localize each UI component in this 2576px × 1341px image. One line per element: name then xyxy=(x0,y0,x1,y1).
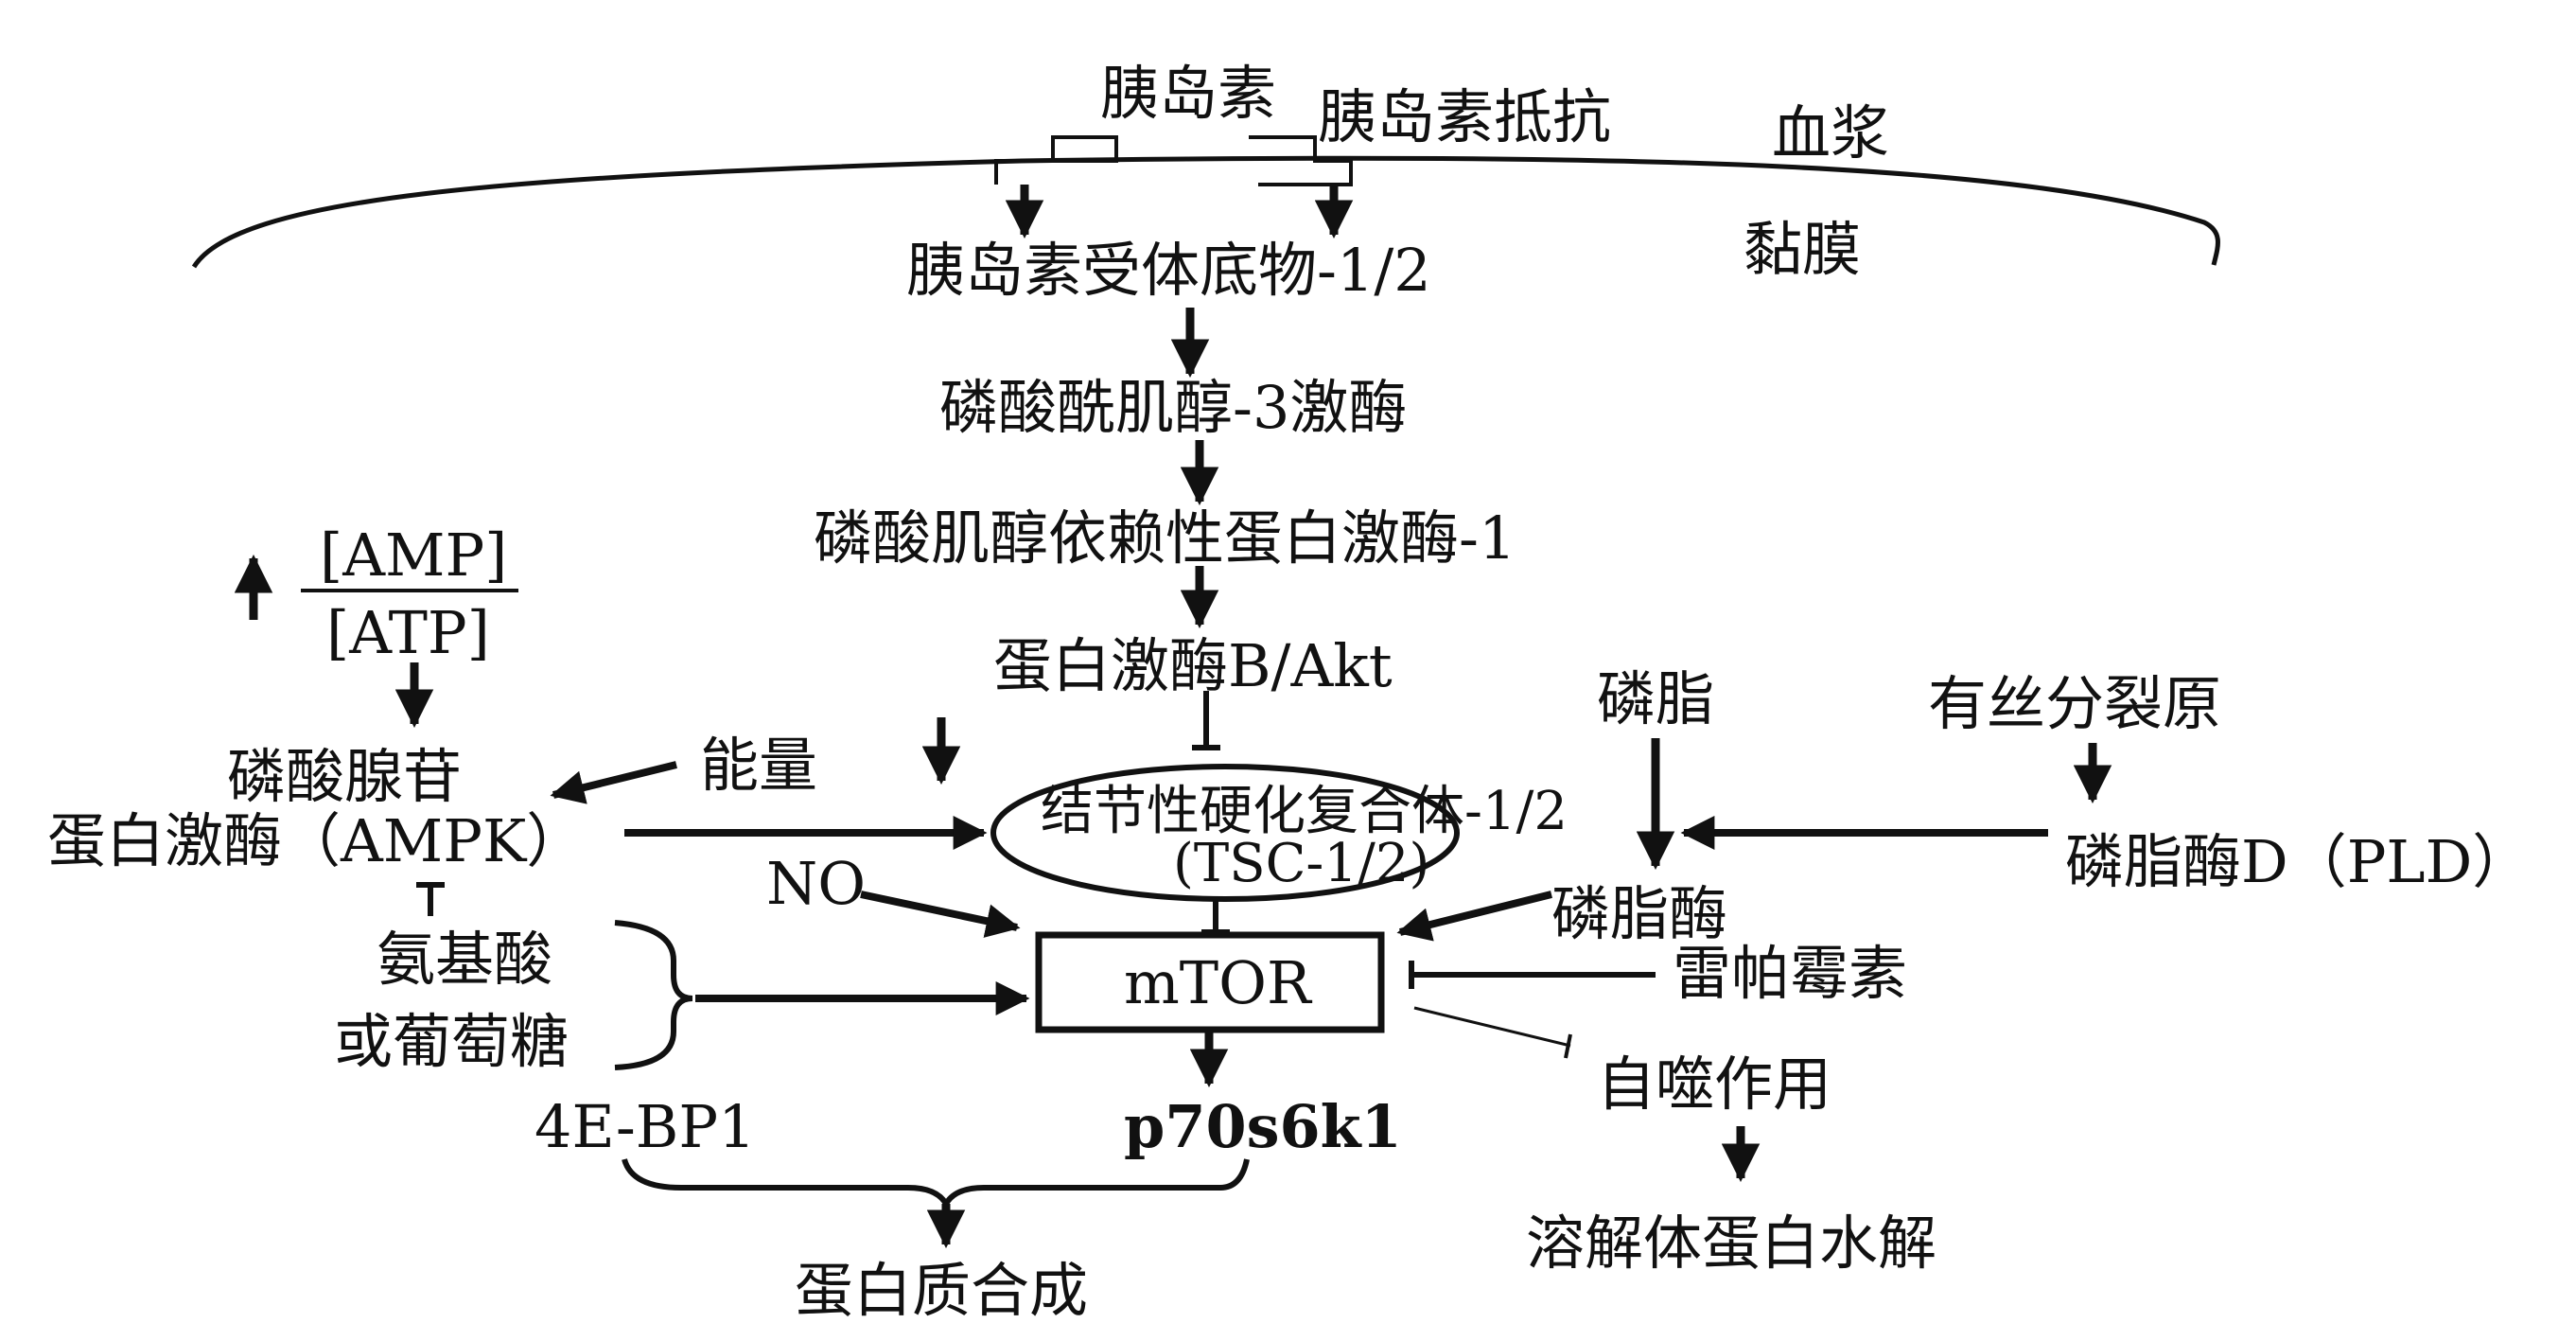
autophagy-label: 自噬作用 xyxy=(1597,1050,1832,1119)
synthesis-brace xyxy=(622,1158,1250,1209)
inhibit-mtor-to-autophagy-bar xyxy=(1564,1033,1572,1059)
mucosa-label: 黏膜 xyxy=(1744,215,1862,284)
cell-membrane-curve xyxy=(191,155,2220,269)
arrow-energy-to-ampk xyxy=(550,761,677,804)
eif-label: 4E-BP1 xyxy=(534,1092,756,1161)
amp-label: [AMP] xyxy=(320,521,508,590)
arrow-phospholipase-to-mtor xyxy=(1396,891,1552,942)
arrow-no-to-mtor xyxy=(860,891,1021,938)
mitogen-label: 有丝分裂原 xyxy=(1928,669,2222,738)
tsc-label-line2: (TSC-1/2) xyxy=(1173,833,1430,894)
amino-label-line1: 氨基酸 xyxy=(377,925,553,994)
inhibit-mtor-to-autophagy xyxy=(1413,1006,1571,1048)
tsc-ellipse xyxy=(990,764,1460,902)
akt-label: 蛋白激酶B/Akt xyxy=(993,631,1393,700)
lysosome-label: 溶解体蛋白水解 xyxy=(1526,1209,1937,1278)
pld-label: 磷脂酶D（PLD） xyxy=(2065,827,2532,896)
phospholipase-label: 磷脂酶 xyxy=(1551,879,1728,948)
ampk-label-line2: 蛋白激酶（AMPK） xyxy=(47,806,586,875)
phospholipid-label: 磷脂 xyxy=(1597,664,1715,733)
insulin-receptor xyxy=(994,135,1118,185)
pdk1-label: 磷酸肌醇依赖性蛋白激酶-1 xyxy=(814,503,1516,573)
ampk-label-line1: 磷酸腺苷 xyxy=(227,742,463,811)
protein-synthesis-label: 蛋白质合成 xyxy=(795,1256,1089,1325)
no-label: NO xyxy=(766,849,867,918)
mtor-label: mTOR xyxy=(1124,948,1311,1017)
tsc-label-line1: 结节性硬化复合体-1/2 xyxy=(1041,781,1568,842)
amino-brace xyxy=(614,920,693,1070)
amino-label-line2: 或葡萄糖 xyxy=(334,1007,570,1076)
insulin-label: 胰岛素 xyxy=(1100,59,1277,128)
atp-label: [ATP] xyxy=(326,598,490,667)
rapamycin-label: 雷帕霉素 xyxy=(1673,939,1908,1008)
irs-label: 胰岛素受体底物-1/2 xyxy=(906,236,1431,305)
energy-label: 能量 xyxy=(700,731,818,800)
p70-label: p70s6k1 xyxy=(1124,1092,1402,1161)
plasma-label: 血浆 xyxy=(1772,98,1890,168)
insulin-resistance-label: 胰岛素抵抗 xyxy=(1318,82,1612,151)
pi3k-label: 磷酸酰肌醇-3激酶 xyxy=(939,373,1408,442)
